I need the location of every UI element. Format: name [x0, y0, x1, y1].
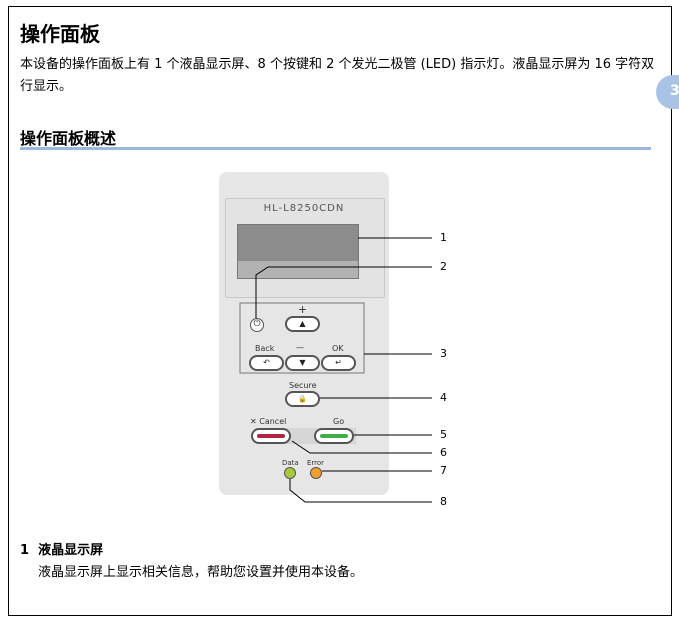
power-button[interactable]: ⏻ — [250, 318, 264, 332]
go-color-bar — [320, 434, 348, 438]
page-frame — [8, 6, 672, 616]
up-arrow-icon: ▲ — [299, 319, 306, 328]
lock-icon: 🔒 — [298, 395, 307, 403]
back-button[interactable]: ↶ — [249, 355, 284, 371]
intro-paragraph: 本设备的操作面板上有 1 个液晶显示屏、8 个按键和 2 个发光二极管 (LED… — [20, 57, 655, 94]
model-name: HL-L8250CDN — [263, 203, 345, 214]
go-label: Go — [333, 417, 345, 426]
callout-3: 3 — [440, 347, 447, 360]
secure-button[interactable]: 🔒 — [285, 391, 320, 407]
page-title: 操作面板 — [20, 22, 100, 46]
down-arrow-icon: ▼ — [299, 358, 306, 367]
back-label: Back — [255, 344, 275, 353]
cancel-label: ✕ Cancel — [250, 417, 287, 426]
data-led — [284, 467, 296, 479]
error-led — [310, 467, 322, 479]
ok-icon: ↵ — [335, 358, 342, 367]
item-1-heading: 1 液晶显示屏 — [20, 539, 103, 558]
callout-line-2 — [255, 266, 432, 320]
secure-label: Secure — [289, 381, 317, 390]
error-label: Error — [307, 459, 325, 467]
section-heading: 操作面板概述 — [20, 129, 117, 148]
lcd-lower-shade — [238, 261, 358, 278]
callout-1: 1 — [440, 231, 447, 244]
ok-button[interactable]: ↵ — [321, 355, 356, 371]
back-icon: ↶ — [263, 358, 270, 367]
chapter-tab: 3 — [656, 75, 679, 109]
cancel-button[interactable] — [251, 428, 291, 444]
item-1-title: 液晶显示屏 — [38, 543, 104, 558]
section-rule — [20, 147, 651, 150]
go-button[interactable] — [314, 428, 354, 444]
down-button[interactable]: ▼ — [285, 355, 320, 371]
callout-line-6 — [291, 440, 432, 454]
menu-keys-frame — [239, 302, 365, 374]
callout-line-8 — [289, 478, 432, 503]
ok-label: OK — [332, 344, 344, 353]
callout-2: 2 — [440, 260, 447, 273]
power-icon: ⏻ — [253, 319, 261, 329]
up-button[interactable]: ▲ — [285, 316, 320, 332]
callout-7: 7 — [440, 464, 447, 477]
item-1-number: 1 — [20, 543, 30, 558]
chapter-number: 3 — [670, 83, 679, 99]
callout-4: 4 — [440, 391, 447, 404]
lcd-screen — [237, 224, 359, 279]
plus-label: + — [298, 303, 308, 316]
callout-5: 5 — [440, 428, 447, 441]
callout-8: 8 — [440, 495, 447, 508]
cancel-color-bar — [257, 434, 285, 438]
item-1-description: 液晶显示屏上显示相关信息，帮助您设置并使用本设备。 — [38, 565, 364, 580]
minus-label: — — [296, 343, 304, 352]
callout-6: 6 — [440, 446, 447, 459]
data-label: Data — [282, 459, 299, 467]
